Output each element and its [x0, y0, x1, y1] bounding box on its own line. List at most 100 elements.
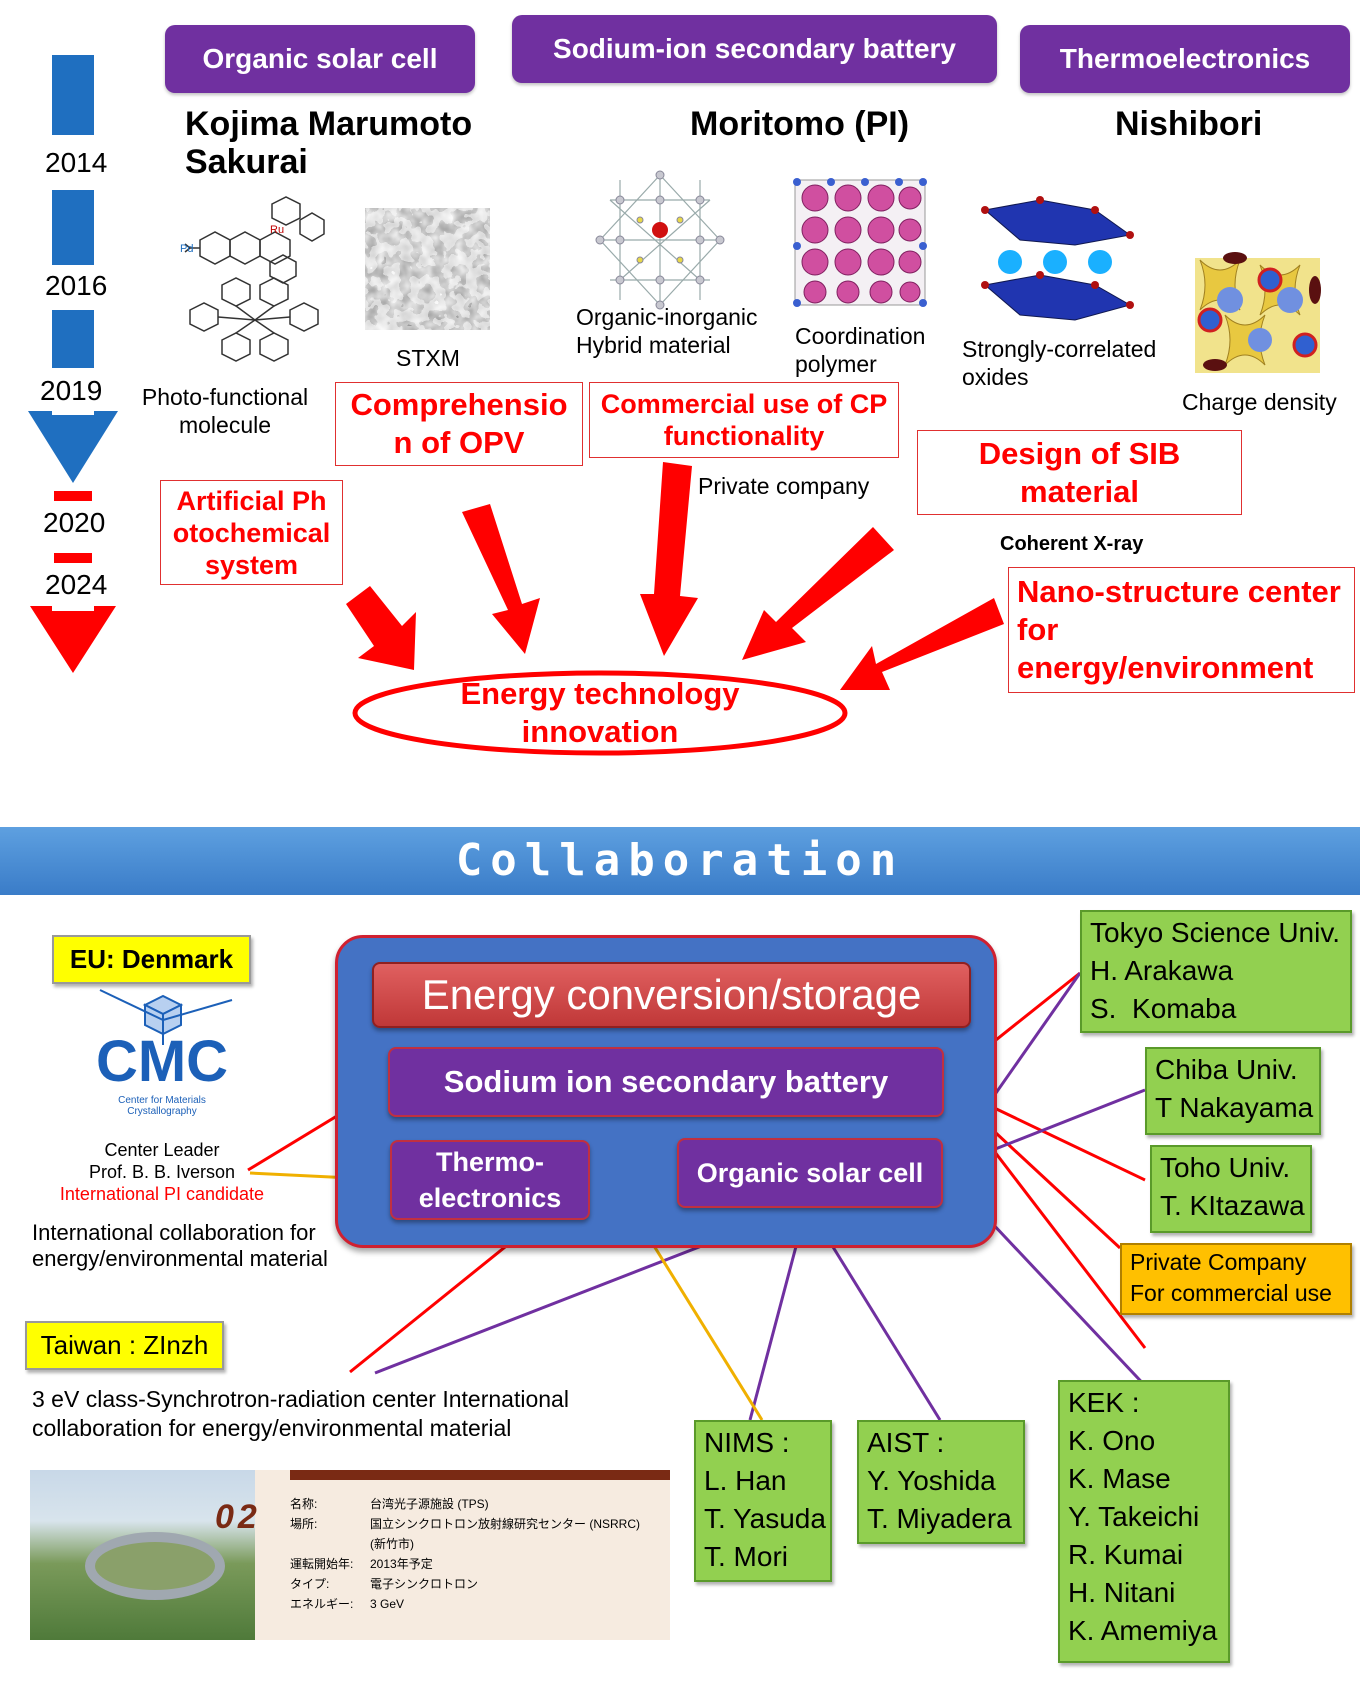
caption-coherent-xray: Coherent X-ray: [1000, 533, 1144, 555]
partner-line: Y. Yoshida: [867, 1465, 996, 1496]
partner-chiba: Chiba Univ. T Nakayama: [1145, 1047, 1321, 1135]
arrow-from-cp: [640, 462, 698, 656]
partner-aist: AIST : Y. Yoshida T. Miyadera: [857, 1420, 1025, 1544]
arrow-from-sib: [742, 527, 894, 660]
tps-value: 3 GeV: [370, 1597, 405, 1611]
timeline-arrows: [28, 411, 118, 673]
group-middle: Moritomo (PI): [690, 105, 910, 143]
partner-line: R. Kumai: [1068, 1539, 1184, 1570]
leader-role: International PI candidate: [59, 1184, 265, 1204]
partner-line: Private Company: [1130, 1249, 1307, 1275]
year-label: 2014: [45, 147, 108, 178]
caption-private-company: Private company: [698, 473, 870, 499]
hybrid-center-atom: [652, 222, 668, 238]
partner-line: L. Han: [704, 1465, 787, 1496]
oxides-structure: [981, 196, 1134, 321]
tps-value: 国立シンクロトロン放射線研究センター (NSRRC): [370, 1517, 640, 1531]
collaboration-banner: Collaboration: [0, 827, 1360, 895]
tps-key: 運転開始年:: [290, 1557, 354, 1571]
partner-line: NIMS :: [704, 1427, 790, 1458]
partner-line: T. Yasuda: [704, 1503, 826, 1534]
eu-description: International collaboration for energy/e…: [32, 1220, 328, 1271]
red-bar: [54, 491, 92, 501]
year-label: 2019: [40, 375, 103, 406]
node-sib: Sodium ion secondary battery: [388, 1047, 944, 1117]
partner-line: H. Arakawa: [1090, 955, 1234, 986]
cmc-logo: CMC: [95, 1029, 229, 1094]
tps-number: 02: [215, 1498, 261, 1536]
caption-hybrid: Organic-inorganic Hybrid material: [576, 304, 758, 358]
caption-coordination: Coordination polymer: [795, 323, 926, 377]
tps-photo: [30, 1470, 255, 1640]
partner-tokyo: Tokyo Science Univ. H. Arakawa S. Komaba: [1080, 910, 1352, 1033]
tag-thermoelectronics: Thermoelectronics: [1020, 25, 1350, 93]
goal-photochem: Artificial Photochemical system: [160, 480, 343, 585]
arrows-to-innovation: [346, 462, 1004, 690]
timeline-bar-2: [52, 190, 94, 265]
partner-line: Chiba Univ.: [1155, 1054, 1298, 1085]
red-bar: [54, 553, 92, 563]
timeline: 2014 2016 2019 2020 2024: [28, 55, 125, 675]
red-down-arrow: [30, 606, 116, 673]
taiwan-description: 3 eV class-Synchrotron-radiation center …: [32, 1386, 569, 1441]
tag-sodium-ion-battery: Sodium-ion secondary battery: [512, 15, 997, 83]
leader-name: Prof. B. B. Iverson: [88, 1162, 236, 1182]
year-label: 2016: [45, 270, 108, 301]
caption-photo-functional: Photo-functional molecule: [141, 384, 309, 438]
arrow-from-photochem: [346, 586, 416, 670]
ru-label: Ru: [270, 224, 284, 236]
partner-line: Tokyo Science Univ.: [1090, 917, 1341, 948]
tps-key: エネルギー:: [290, 1597, 354, 1611]
tps-table: 名称:台湾光子源施設 (TPS) 場所:国立シンクロトロン放射線研究センター (…: [290, 1494, 640, 1614]
partner-line: For commercial use: [1130, 1280, 1332, 1306]
partner-line: T. KItazawa: [1160, 1190, 1305, 1221]
molecule-drawing-2: [189, 277, 319, 362]
tps-key: 名称:: [290, 1497, 318, 1511]
partner-line: T. Miyadera: [867, 1503, 1012, 1534]
node-osc: Organic solar cell: [677, 1138, 943, 1208]
arrow-from-nano: [840, 598, 1004, 690]
caption-stxm: STXM: [396, 345, 460, 371]
partner-line: S. Komaba: [1090, 993, 1237, 1024]
arrow-from-opv: [462, 504, 540, 654]
blue-down-arrow: [28, 411, 118, 483]
tps-value: 台湾光子源施設 (TPS): [370, 1497, 489, 1511]
caption-oxides: Strongly-correlated oxides: [962, 336, 1157, 390]
partner-line: AIST :: [867, 1427, 945, 1458]
innovation-ellipse: [352, 670, 848, 756]
tps-ring: [85, 1532, 225, 1600]
energy-title: Energy conversion/storage: [372, 962, 971, 1028]
group-left: Kojima Marumoto Sakurai: [185, 105, 473, 181]
partner-nims: NIMS : L. Han T. Yasuda T. Mori: [694, 1420, 832, 1582]
leader-title: Center Leader: [104, 1140, 220, 1160]
banner-title: Collaboration: [455, 835, 905, 886]
partner-line: T Nakayama: [1155, 1092, 1314, 1123]
year-label: 2020: [43, 507, 106, 538]
timeline-bar-3: [52, 310, 94, 368]
tps-key: タイプ:: [290, 1577, 330, 1591]
goal-cp: Commercial use of CP functionality: [589, 382, 899, 458]
partner-line: T. Mori: [704, 1541, 788, 1572]
pd-label: Pd: [180, 243, 193, 255]
molecule-drawing-1: [184, 196, 325, 284]
innovation-label: Energy technology innovation: [460, 676, 740, 749]
partner-private: Private Company For commercial use: [1120, 1243, 1352, 1315]
tps-value: 2013年予定: [370, 1557, 433, 1571]
timeline-bar-1: [52, 55, 94, 135]
partner-line: K. Ono: [1068, 1425, 1156, 1456]
partner-toho: Toho Univ. T. KItazawa: [1150, 1145, 1312, 1233]
tps-value: 電子シンクロトロン: [370, 1577, 479, 1591]
top-illustrations: Pd Ru: [180, 170, 1321, 756]
eu-denmark-tag: EU: Denmark: [52, 935, 251, 984]
tps-header-bar: [290, 1470, 670, 1480]
tps-value: (新竹市): [370, 1537, 414, 1551]
tps-card: 02 名称:台湾光子源施設 (TPS) 場所:国立シンクロトロン放射線研究センタ…: [30, 1470, 670, 1640]
coordination-cube: [793, 178, 927, 307]
stxm-image: [365, 208, 490, 330]
charge-density-structure: [1195, 252, 1321, 373]
partner-line: K. Amemiya: [1068, 1615, 1218, 1646]
goal-nano: Nano-structure center for energy/environ…: [1008, 567, 1355, 693]
goal-sib: Design of SIB material: [917, 430, 1242, 515]
cmc-subtitle: Center for Materials Crystallography: [118, 1095, 206, 1117]
